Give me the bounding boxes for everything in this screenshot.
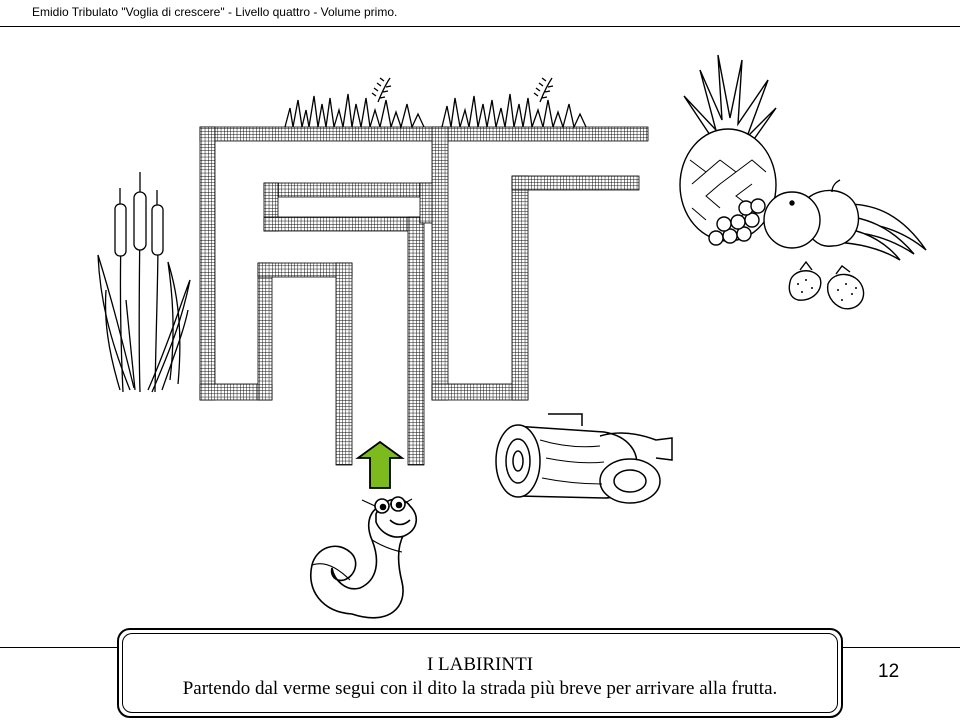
running-header: Emidio Tribulato "Voglia di crescere" - … [32,5,398,19]
caption-instruction: Partendo dal verme segui con il dito la … [182,678,778,699]
page-number: 12 [878,661,900,682]
fruit-icon [679,54,927,310]
caption-box: I LABIRINTI Partendo dal verme segui con… [117,628,843,718]
maze-wall [335,262,353,466]
maze-wall [511,175,640,191]
grass-icon [284,77,587,130]
logs-icon [495,413,673,504]
maze [199,126,649,466]
caption-title: I LABIRINTI [426,654,534,675]
maze-wall [199,126,216,401]
maze-wall [263,182,435,198]
cattail-icon [97,172,191,393]
maze-wall [257,262,273,401]
header-rule [0,26,960,27]
worm-icon [310,496,417,619]
maze-wall [511,175,529,401]
up-arrow-icon [355,440,405,489]
maze-wall [199,126,649,142]
maze-wall [431,126,449,401]
maze-wall [263,216,423,232]
caption-inner: I LABIRINTI Partendo dal verme segui con… [122,633,838,713]
maze-wall [407,216,425,466]
